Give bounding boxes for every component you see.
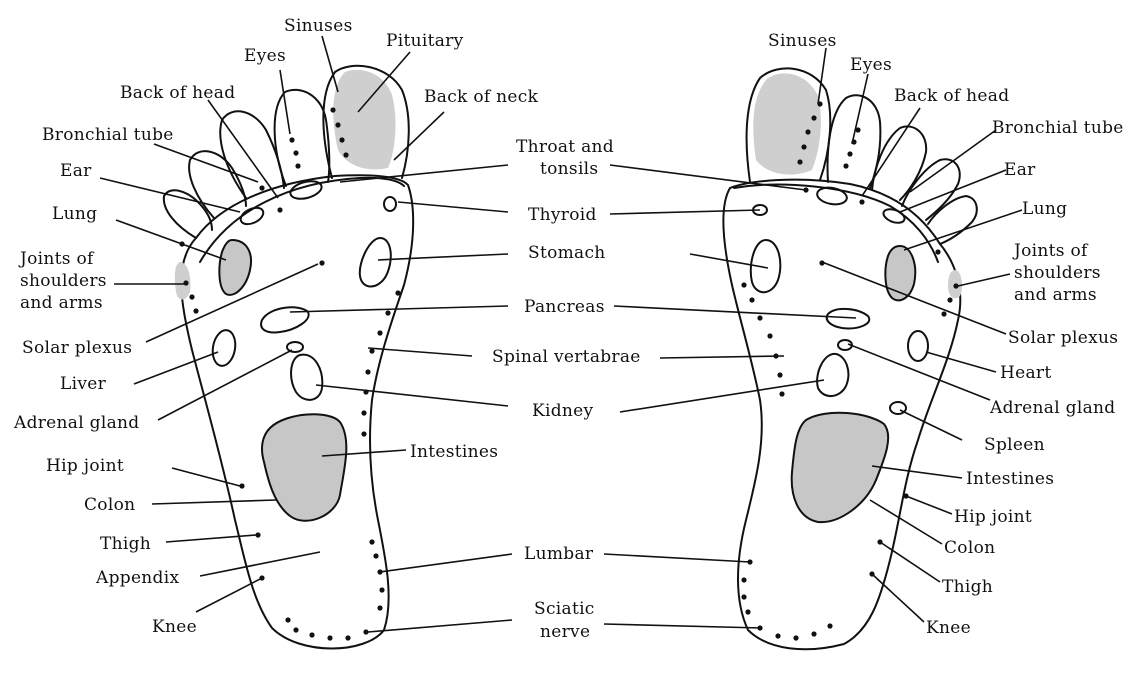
label-left-ear: Ear (60, 161, 92, 181)
right-lung-zone (884, 244, 917, 302)
label-left-joints-1: Joints of (18, 249, 95, 269)
label-left-joints-3: and arms (20, 293, 103, 313)
label-right-knee: Knee (926, 618, 971, 638)
label-right-joints-2: shoulders (1014, 263, 1101, 283)
label-sciatic-1: Sciatic (534, 599, 595, 619)
left-intestines-zone (261, 413, 348, 522)
right-sinus-shade (753, 73, 821, 175)
label-right-back-of-head: Back of head (894, 86, 1009, 106)
label-right-eyes: Eyes (850, 55, 892, 75)
label-sciatic-2: nerve (540, 622, 590, 642)
left-foot (162, 64, 415, 650)
label-right-lung: Lung (1022, 199, 1067, 219)
right-ear-zone (882, 208, 906, 224)
label-kidney: Kidney (532, 401, 594, 421)
left-ear-zone (239, 206, 265, 226)
left-pancreas-zone (260, 306, 310, 334)
left-toe-2 (273, 88, 331, 187)
label-right-bronchial-tube: Bronchial tube (992, 118, 1124, 138)
left-adrenal-zone (286, 341, 304, 353)
label-left-solar-plexus: Solar plexus (22, 338, 132, 358)
label-right-ear: Ear (1004, 160, 1036, 180)
right-foot-labels: Sinuses Eyes Back of head Bronchial tube… (768, 31, 1124, 638)
right-spleen-zone (889, 401, 907, 415)
left-shoulder-shade (174, 262, 191, 300)
label-left-adrenal-gland: Adrenal gland (13, 413, 139, 433)
right-throat-zone (816, 186, 848, 206)
label-intestines: Intestines (410, 442, 498, 462)
right-toe-2 (826, 94, 882, 189)
right-toe-4 (901, 158, 961, 221)
right-pancreas-zone (825, 308, 871, 330)
label-right-joints-1: Joints of (1012, 241, 1089, 261)
label-right-joints-3: and arms (1014, 285, 1097, 305)
label-left-appendix: Appendix (95, 568, 179, 588)
right-toe-5 (927, 195, 978, 245)
label-throat-2: tonsils (540, 159, 598, 179)
label-left-colon: Colon (84, 495, 135, 515)
label-right-heart: Heart (1000, 363, 1051, 383)
label-left-liver: Liver (60, 374, 107, 394)
label-left-knee: Knee (152, 617, 197, 637)
left-liver-zone (211, 329, 237, 367)
label-thyroid: Thyroid (528, 205, 597, 225)
right-intestines-zone (790, 411, 890, 524)
label-throat-1: Throat and (516, 137, 614, 157)
left-pituitary-shade (333, 69, 396, 170)
label-right-solar-plexus: Solar plexus (1008, 328, 1118, 348)
label-right-intestines: Intestines (966, 469, 1054, 489)
label-right-colon: Colon (944, 538, 995, 558)
right-kidney-zone (816, 352, 850, 397)
label-right-spleen: Spleen (984, 435, 1045, 455)
left-kidney-zone (290, 353, 324, 401)
label-lumbar: Lumbar (524, 544, 594, 564)
label-right-sinuses: Sinuses (768, 31, 837, 51)
label-left-hip-joint: Hip joint (46, 456, 124, 476)
label-left-joints-2: shoulders (20, 271, 107, 291)
label-pancreas: Pancreas (524, 297, 605, 317)
left-toe-4 (188, 150, 247, 219)
leader-lines (99, 35, 1023, 633)
left-ball-line (199, 176, 405, 263)
label-right-adrenal-gland: Adrenal gland (989, 398, 1115, 418)
label-left-eyes: Eyes (244, 46, 286, 66)
right-toe-3 (871, 125, 928, 201)
label-stomach: Stomach (528, 243, 606, 263)
label-spinal-vertabrae: Spinal vertabrae (492, 347, 641, 367)
label-right-thigh: Thigh (942, 577, 993, 597)
right-reflex-dots (741, 101, 959, 641)
left-foot-labels: Sinuses Pituitary Eyes Back of head Back… (13, 16, 539, 637)
right-foot (722, 67, 978, 651)
label-left-bronchial-tube: Bronchial tube (42, 125, 174, 145)
right-ball-line (733, 183, 939, 263)
right-sole-outline (722, 178, 962, 651)
left-stomach-zone (358, 236, 392, 288)
label-left-back-of-neck: Back of neck (424, 87, 539, 107)
left-thyroid-zone (383, 196, 397, 212)
left-reflex-dots (179, 107, 401, 641)
left-big-toe (322, 64, 410, 179)
label-left-back-of-head: Back of head (120, 83, 235, 103)
left-throat-zone (289, 180, 323, 200)
label-left-thigh: Thigh (100, 534, 151, 554)
right-stomach-zone (749, 238, 782, 294)
center-labels: Throat and tonsils Thyroid Stomach Pancr… (410, 137, 641, 642)
left-toe-5 (162, 189, 213, 239)
label-left-lung: Lung (52, 204, 97, 224)
left-lung-zone (218, 238, 252, 296)
label-right-hip-joint: Hip joint (954, 507, 1032, 527)
right-heart-zone (907, 330, 929, 362)
left-sole-outline (180, 174, 415, 650)
label-left-pituitary: Pituitary (386, 31, 464, 51)
label-left-sinuses: Sinuses (284, 16, 353, 36)
